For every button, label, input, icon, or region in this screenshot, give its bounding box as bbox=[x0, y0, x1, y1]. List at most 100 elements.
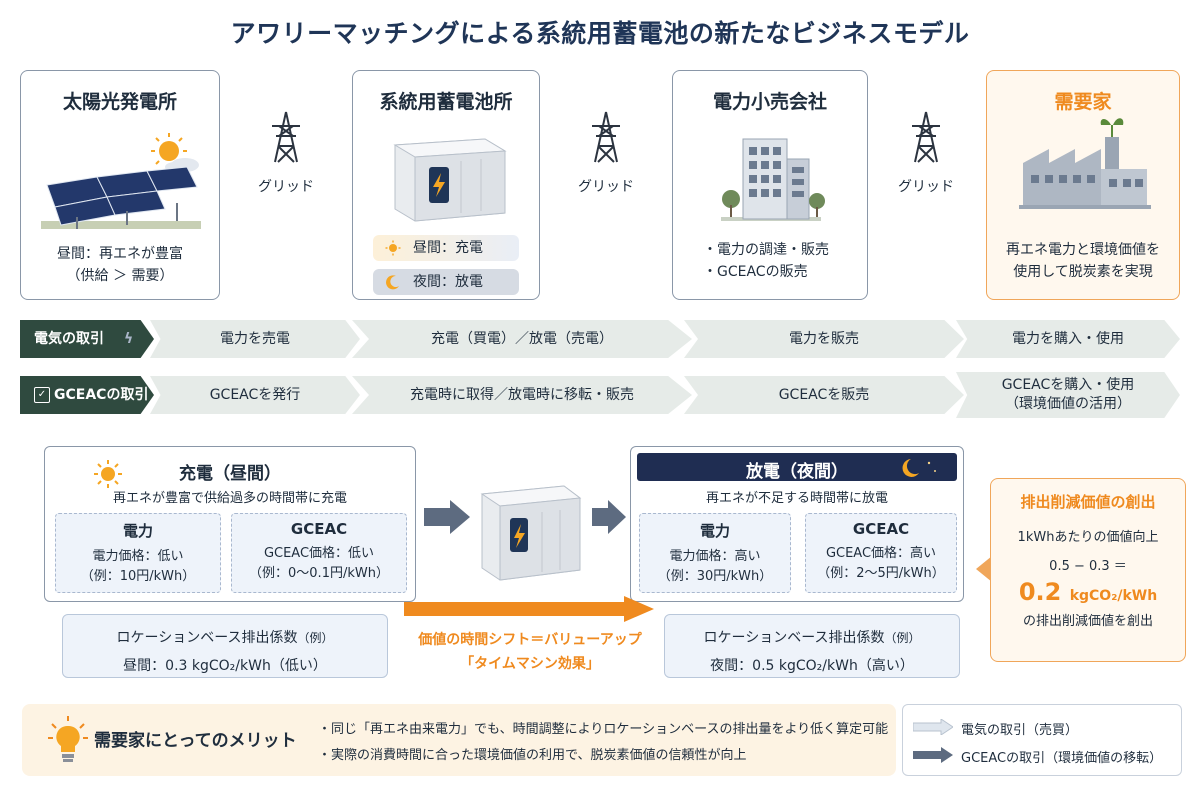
value-shift-arrow bbox=[404, 596, 654, 622]
retail-item2: ・GCEACの販売 bbox=[703, 264, 808, 280]
electricity-transaction-row: 電気の取引 ϟ 電力を売電 充電（買電）／放電（売電） 電力を販売 電力を購入・… bbox=[20, 320, 1180, 358]
charge-power-example: （例：10円/kWh） bbox=[80, 569, 196, 584]
discharge-emission-box: ロケーションベース排出係数（例） 夜間：0.5 kgCO₂/kWh（高い） bbox=[664, 614, 960, 678]
moon-icon bbox=[902, 459, 936, 477]
electricity-row-head: 電気の取引 ϟ bbox=[20, 320, 154, 358]
transmission-tower-icon bbox=[272, 111, 300, 163]
solar-plant-card: 太陽光発電所 昼間：再エネが豊富 （供給 ＞ 需要） bbox=[20, 70, 220, 300]
discharge-power-box: 電力 電力価格：高い （例：30円/kWh） bbox=[639, 513, 791, 593]
charge-subtitle: 再エネが豊富で供給過多の時間帯に充電 bbox=[112, 491, 347, 506]
value-line2: の排出削減価値を創出 bbox=[1022, 614, 1153, 629]
charge-emission-value: 昼間：0.3 kgCO₂/kWh（低い） bbox=[123, 658, 327, 674]
gceac-step-battery: 充電時に取得／放電時に移転・販売 bbox=[352, 376, 692, 414]
value-title: 排出削減価値の創出 bbox=[1020, 493, 1156, 511]
gceac-flow-arrow bbox=[424, 500, 470, 534]
merit-title: 需要家にとってのメリット bbox=[94, 731, 297, 751]
legend: 電気の取引（売買） GCEACの取引（環境価値の移転） bbox=[902, 704, 1182, 776]
electricity-row-label: 電気の取引 bbox=[34, 331, 104, 347]
value-pointer bbox=[976, 556, 992, 582]
retail-company-title: 電力小売会社 bbox=[712, 91, 827, 113]
consumer-merit-box: 需要家にとってのメリット ・同じ「再エネ由来電力」でも、時間調整によりロケーショ… bbox=[22, 704, 896, 776]
discharge-emission-value: 夜間：0.5 kgCO₂/kWh（高い） bbox=[710, 658, 914, 674]
battery-container-icon bbox=[480, 485, 582, 581]
value-unit: kgCO₂/kWh bbox=[1069, 588, 1158, 604]
battery-day-pill: 昼間：充電 bbox=[373, 235, 519, 261]
charge-power-heading: 電力 bbox=[122, 522, 153, 540]
discharge-title-bar: 放電（夜間） bbox=[637, 453, 957, 482]
gceac-row-head: ✓GCEACの取引 bbox=[20, 376, 154, 414]
electricity-step-consumer: 電力を購入・使用 bbox=[956, 320, 1180, 358]
legend-gceac-label: GCEACの取引（環境価値の移転） bbox=[961, 751, 1163, 766]
transmission-tower-icon bbox=[912, 111, 940, 163]
gceac-transaction-row: ✓GCEACの取引 GCEACを発行 充電時に取得／放電時に移転・販売 GCEA… bbox=[20, 372, 1180, 418]
certificate-icon: ✓ bbox=[34, 387, 50, 403]
consumer-line2: 使用して脱炭素を実現 bbox=[1013, 264, 1153, 280]
charge-gceac-box: GCEAC GCEAC価格：低い （例：0〜0.1円/kWh） bbox=[231, 513, 407, 593]
gceac-row-label: GCEACの取引 bbox=[54, 387, 149, 403]
value-amount-row: 0.2 kgCO₂/kWh bbox=[991, 578, 1185, 606]
discharge-gceac-price: GCEAC価格：高い bbox=[825, 546, 937, 561]
charge-power-price: 電力価格：低い bbox=[92, 549, 184, 564]
discharge-power-heading: 電力 bbox=[699, 522, 730, 540]
retail-item1: ・電力の調達・販売 bbox=[703, 242, 829, 258]
value-line1: 1kWhあたりの価値向上 bbox=[1017, 530, 1159, 545]
gceac-step-solar: GCEACを発行 bbox=[150, 376, 360, 414]
grid-link-1: グリッド bbox=[226, 110, 346, 196]
grid-label-3: グリッド bbox=[898, 179, 954, 195]
battery-station-card: 系統用蓄電池所 昼間：充電 夜間：放電 bbox=[352, 70, 540, 300]
consumer-line1: 再エネ電力と環境価値を bbox=[1006, 242, 1160, 258]
grid-link-2: グリッド bbox=[546, 110, 666, 196]
charge-gceac-price: GCEAC価格：低い bbox=[263, 546, 375, 561]
solar-line1: 昼間：再エネが豊富 bbox=[57, 246, 183, 262]
value-amount: 0.2 bbox=[1018, 578, 1062, 606]
charge-emission-box: ロケーションベース排出係数（例） 昼間：0.3 kgCO₂/kWh（低い） bbox=[62, 614, 388, 678]
discharge-gceac-heading: GCEAC bbox=[852, 520, 910, 538]
grid-link-3: グリッド bbox=[866, 110, 986, 196]
charge-emission-title: ロケーションベース排出係数 bbox=[116, 630, 298, 646]
grid-label-2: グリッド bbox=[578, 179, 634, 195]
discharge-subtitle: 再エネが不足する時間帯に放電 bbox=[705, 491, 888, 506]
transmission-tower-icon bbox=[592, 111, 620, 163]
legend-electricity-arrow bbox=[913, 719, 953, 735]
lightning-icon: ϟ bbox=[124, 331, 134, 347]
charge-panel: 充電（昼間） 再エネが豊富で供給過多の時間帯に充電 電力 電力価格：低い （例：… bbox=[44, 446, 416, 602]
electricity-step-solar: 電力を売電 bbox=[150, 320, 360, 358]
charge-emission-suffix: （例） bbox=[297, 631, 334, 645]
electricity-step-retail: 電力を販売 bbox=[684, 320, 964, 358]
discharge-emission-title: ロケーションベース排出係数 bbox=[703, 630, 885, 646]
discharge-gceac-example: （例：2〜5円/kWh） bbox=[817, 566, 945, 581]
solar-panel-icon bbox=[41, 133, 201, 229]
discharge-title: 放電（夜間） bbox=[746, 462, 848, 482]
merit-item2: ・実際の消費時間に合った環境価値の利用で、脱炭素価値の信頼性が向上 bbox=[318, 748, 747, 763]
page-title: アワリーマッチングによる系統用蓄電池の新たなビジネスモデル bbox=[230, 19, 970, 48]
battery-night-pill: 夜間：放電 bbox=[373, 269, 519, 295]
gceac-consumer-line1: GCEACを購入・使用 bbox=[1001, 377, 1135, 393]
charge-gceac-example: （例：0〜0.1円/kWh） bbox=[249, 566, 389, 581]
gceac-flow-arrow bbox=[592, 500, 626, 534]
gceac-step-consumer: GCEACを購入・使用 （環境価値の活用） bbox=[956, 372, 1180, 418]
discharge-panel: 放電（夜間） 再エネが不足する時間帯に放電 電力 電力価格：高い （例：30円/… bbox=[630, 446, 964, 602]
battery-container-icon bbox=[393, 138, 507, 222]
battery-night-label: 夜間：放電 bbox=[413, 274, 483, 290]
legend-electricity-label: 電気の取引（売買） bbox=[961, 723, 1079, 738]
value-shift-line2: 「タイムマシン効果」 bbox=[460, 656, 600, 672]
discharge-emission-suffix: （例） bbox=[884, 631, 921, 645]
charge-gceac-heading: GCEAC bbox=[290, 520, 348, 538]
factory-icon bbox=[1019, 118, 1151, 209]
emission-reduction-value-box: 排出削減価値の創出 1kWhあたりの価値向上 0.5 − 0.3 ＝ 0.2 k… bbox=[990, 478, 1186, 662]
electricity-step-battery: 充電（買電）／放電（売電） bbox=[352, 320, 692, 358]
value-formula: 0.5 − 0.3 ＝ bbox=[1049, 559, 1127, 574]
merit-item1: ・同じ「再エネ由来電力」でも、時間調整によりロケーションベースの排出量をより低く… bbox=[318, 722, 889, 737]
discharge-gceac-box: GCEAC GCEAC価格：高い （例：2〜5円/kWh） bbox=[805, 513, 957, 593]
consumer-title: 需要家 bbox=[1054, 91, 1112, 113]
office-building-icon bbox=[721, 138, 825, 221]
grid-label-1: グリッド bbox=[258, 179, 314, 195]
lightbulb-icon bbox=[48, 716, 88, 762]
charge-title: 充電（昼間） bbox=[179, 464, 281, 484]
battery-station-title: 系統用蓄電池所 bbox=[379, 91, 513, 113]
consumer-card: 需要家 再エネ電力と環境価値を 使用して脱炭素を実現 bbox=[986, 70, 1180, 300]
moon-icon bbox=[386, 275, 399, 290]
discharge-power-example: （例：30円/kWh） bbox=[657, 569, 773, 584]
battery-day-label: 昼間：充電 bbox=[413, 240, 483, 256]
value-shift-caption: 価値の時間シフト＝バリューアップ 「タイムマシン効果」 bbox=[398, 628, 662, 676]
